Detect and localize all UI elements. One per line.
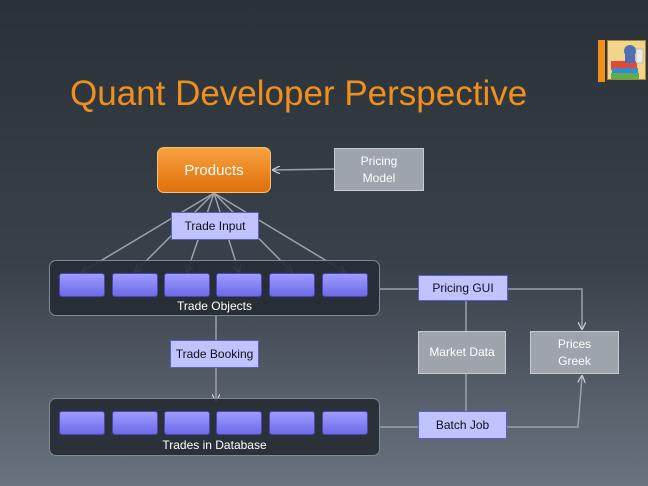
pricing-gui-box[interactable]: Pricing GUI xyxy=(418,275,508,301)
batch-job-box[interactable]: Batch Job xyxy=(418,411,507,439)
trade-objects-group[interactable]: Trade Objects xyxy=(49,260,380,316)
market-data-box[interactable]: Market Data xyxy=(418,331,506,374)
trade-object-slot[interactable] xyxy=(59,273,105,297)
database-trade-slot[interactable] xyxy=(216,411,262,435)
slide-title: Quant Developer Perspective xyxy=(70,74,528,113)
logo-icon xyxy=(598,40,648,82)
trade-object-slot[interactable] xyxy=(269,273,315,297)
database-trade-slot[interactable] xyxy=(112,411,158,435)
pricing-model-box[interactable]: Pricing Model xyxy=(334,148,424,191)
products-box[interactable]: Products xyxy=(157,147,271,193)
trade-objects-label: Trade Objects xyxy=(177,299,252,313)
pricing-model-line1: Pricing xyxy=(360,153,398,168)
trade-input-box[interactable]: Trade Input xyxy=(171,212,259,240)
database-trade-slot[interactable] xyxy=(322,411,368,435)
database-trade-slot[interactable] xyxy=(59,411,105,435)
trade-object-slot[interactable] xyxy=(216,273,262,297)
pricing-model-line2: Model xyxy=(362,170,396,185)
prices-greek-line1: Prices xyxy=(557,336,592,351)
prices-greek-line2: Greek xyxy=(558,353,591,368)
database-trade-slot[interactable] xyxy=(269,411,315,435)
trade-booking-box[interactable]: Trade Booking xyxy=(170,340,259,368)
trade-object-slot[interactable] xyxy=(112,273,158,297)
trade-object-slot[interactable] xyxy=(322,273,368,297)
prices-greek-box[interactable]: Prices Greek xyxy=(530,331,619,374)
trades-in-database-group[interactable]: Trades in Database xyxy=(49,398,380,456)
trades-in-database-label: Trades in Database xyxy=(162,438,267,452)
trade-object-slot[interactable] xyxy=(164,273,210,297)
database-trade-slot[interactable] xyxy=(164,411,210,435)
